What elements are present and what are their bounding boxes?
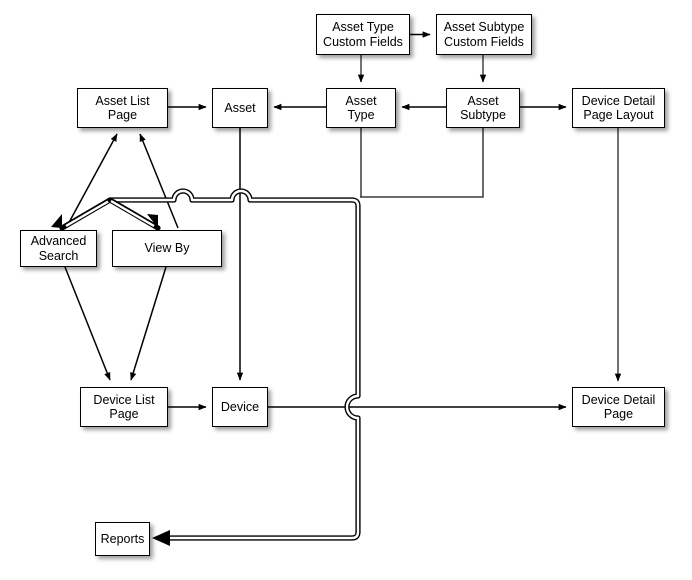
edge-advsearch-to-alp: [65, 133, 118, 229]
node-advanced-search[interactable]: Advanced Search: [20, 230, 97, 267]
node-asset[interactable]: Asset: [212, 88, 268, 128]
node-asset-list-page[interactable]: Asset List Page: [77, 88, 168, 128]
bus-branch-view-by: [107, 197, 161, 231]
node-reports[interactable]: Reports: [95, 522, 150, 556]
node-asset-subtype-custom-fields[interactable]: Asset Subtype Custom Fields: [436, 14, 532, 55]
bus-branch-viewby-core: [110, 199, 155, 228]
node-device-detail-page-layout[interactable]: Device Detail Page Layout: [572, 88, 665, 128]
node-asset-type[interactable]: Asset Type: [326, 88, 396, 128]
node-asset-type-custom-fields[interactable]: Asset Type Custom Fields: [316, 14, 410, 55]
bus-branch-viewby-arrow: [147, 214, 158, 228]
node-view-by[interactable]: View By: [112, 230, 222, 267]
edge-asset-subtype-to-bus: [360, 128, 484, 198]
bus-branch-advsearch-core: [65, 199, 110, 228]
bus-arrow-reports: [152, 530, 170, 546]
bus-branch-advanced-search: [59, 197, 113, 231]
bus-branch-advsearch-arrow: [51, 214, 62, 228]
edge-viewby-to-alp: [139, 133, 179, 229]
bus-double-line: [107, 188, 361, 541]
node-device-list-page[interactable]: Device List Page: [80, 387, 168, 427]
node-device[interactable]: Device: [212, 387, 268, 427]
node-device-detail-page[interactable]: Device Detail Page: [572, 387, 665, 427]
bus-core: [108, 189, 360, 540]
edge-viewby-to-dlp: [130, 266, 167, 381]
node-asset-subtype[interactable]: Asset Subtype: [446, 88, 520, 128]
edge-advsearch-to-dlp: [64, 266, 111, 381]
